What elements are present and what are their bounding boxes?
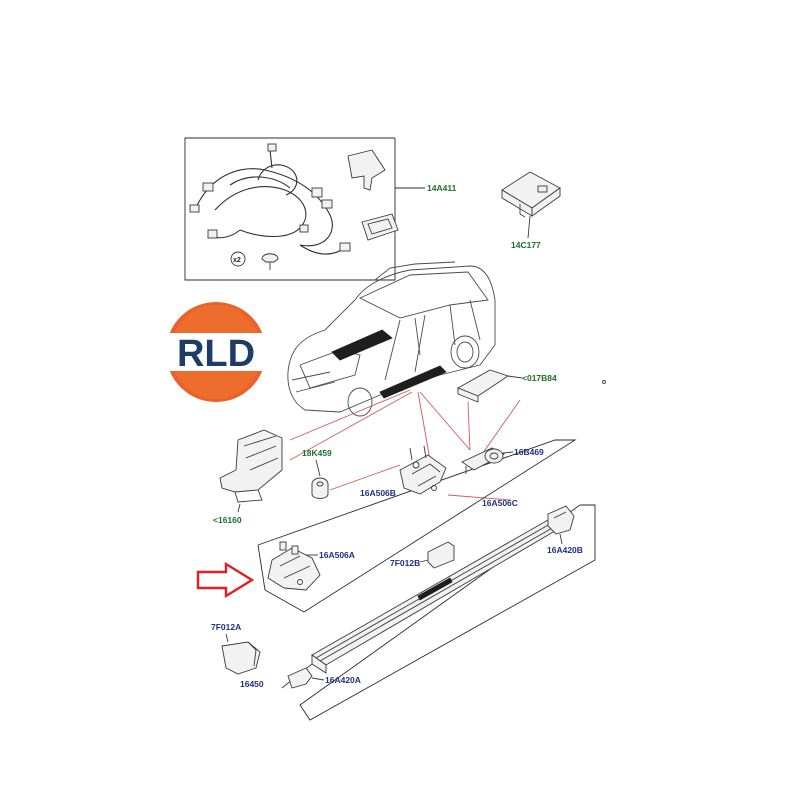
linkage-group-frame (257, 439, 577, 613)
step-badge (417, 577, 453, 601)
bushing: 18K459 (302, 448, 332, 499)
highlight-arrow (196, 561, 255, 599)
label-module: 14C177 (511, 240, 541, 250)
harness-plate (347, 149, 386, 191)
qty-marker: x2 (233, 257, 241, 264)
label-end-cap-left: 16A420A (325, 675, 361, 685)
logo-text: RLD (177, 333, 255, 375)
linkage-mid: 16A506B (360, 445, 447, 498)
label-bracket-left: <16160 (213, 515, 242, 525)
label-bracket-top: <017B84 (522, 373, 557, 383)
brand-logo: RLD (160, 302, 272, 402)
qty-circle (230, 251, 246, 267)
bracket-left: <16160 (213, 429, 283, 525)
motor: 16B469 (461, 447, 544, 474)
cover-left: 7F012A (211, 622, 261, 675)
side-trim-dark (331, 329, 393, 361)
label-linkage-mid: 16A506B (360, 488, 396, 498)
label-bushing: 18K459 (302, 448, 332, 458)
label-linkage-left: 16A506A (319, 550, 355, 560)
linkage-left: 16A506A (267, 541, 355, 591)
bracket-small: 7F012B (390, 541, 455, 569)
end-cap-right: 16A420B (547, 505, 583, 555)
wiring-harness (189, 143, 351, 255)
control-module: 14C177 (501, 171, 561, 250)
step-group-frame (299, 504, 596, 721)
label-cover-left: 7F012A (211, 622, 241, 632)
label-step: 16450 (240, 679, 264, 689)
step-position-dark (379, 365, 447, 399)
vehicle-outline (287, 261, 606, 417)
harness-clip (261, 253, 279, 263)
end-cap-left: 16A420A (287, 667, 361, 689)
running-step (281, 519, 561, 689)
harness-switch (361, 213, 399, 241)
label-bracket-small: 7F012B (390, 558, 420, 568)
label-end-cap-right: 16A420B (547, 545, 583, 555)
bracket-top: <017B84 (456, 369, 557, 403)
label-harness: 14A411 (427, 183, 457, 193)
harness-kit-group: 14A411 x2 (184, 137, 457, 281)
harness-kit-frame (184, 137, 396, 281)
label-linkage-group: 16A506C (482, 498, 518, 508)
logo-band (160, 333, 272, 371)
label-motor: 16B469 (514, 447, 544, 457)
leader-lines (289, 389, 521, 501)
